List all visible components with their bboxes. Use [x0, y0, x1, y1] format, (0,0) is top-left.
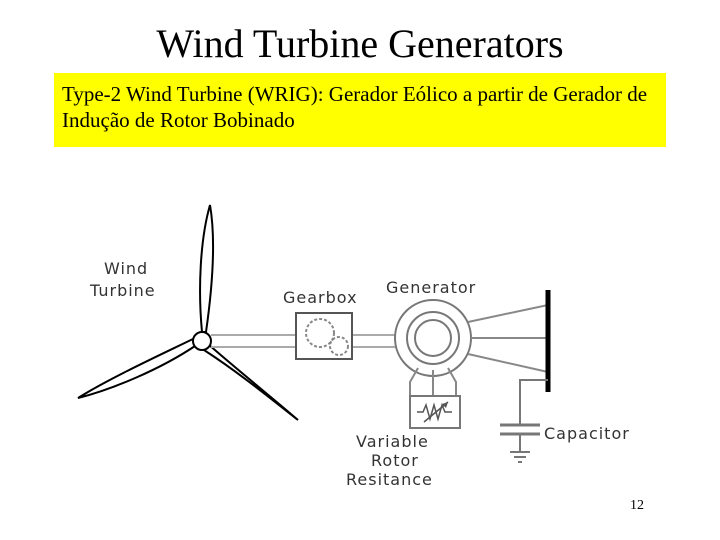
label-capacitor: Capacitor: [544, 424, 630, 443]
label-resitance: Resitance: [346, 470, 433, 489]
label-gearbox: Gearbox: [283, 288, 358, 307]
label-turbine: Turbine: [89, 281, 156, 300]
label-wind: Wind: [104, 259, 148, 278]
drive-shaft: [211, 334, 400, 348]
variable-rotor-resistance: [409, 395, 461, 429]
gearbox: [295, 312, 353, 360]
stator-connections: [467, 304, 549, 373]
label-variable: Variable: [356, 432, 429, 451]
capacitor: [500, 379, 548, 463]
page-title: Wind Turbine Generators: [156, 21, 564, 66]
turbine-blades: [77, 204, 299, 421]
turbine-hub: [192, 331, 212, 351]
subtitle-box: Type-2 Wind Turbine (WRIG): Gerador Eóli…: [54, 73, 666, 147]
rotor-connections: [409, 367, 457, 398]
label-generator: Generator: [386, 278, 476, 297]
label-rotor: Rotor: [371, 451, 419, 470]
generator: [394, 299, 472, 377]
page-number: 12: [630, 498, 644, 513]
